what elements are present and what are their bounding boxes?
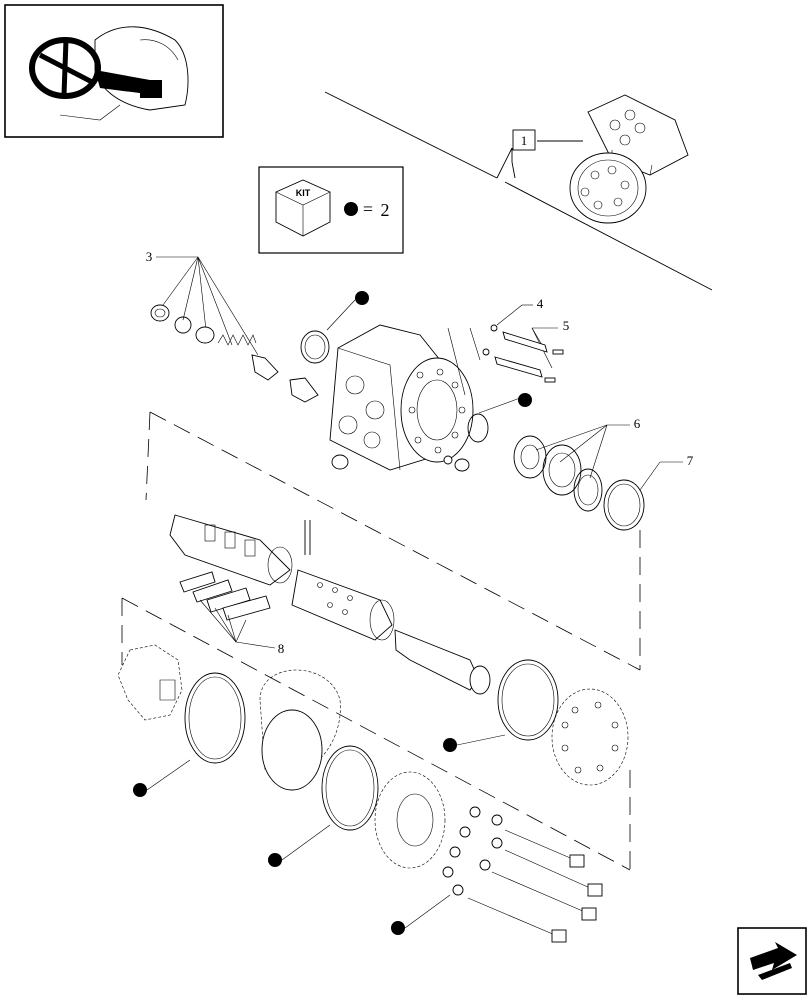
callout-box-1: 1 bbox=[512, 129, 536, 151]
callout-6-group: 6 bbox=[513, 416, 641, 512]
assembly-reference-line bbox=[324, 91, 713, 291]
kit-label: KIT bbox=[296, 188, 311, 198]
callout-8-group: 8 bbox=[179, 571, 285, 656]
kit-dot-icon bbox=[391, 921, 405, 935]
end-cover-and-bolts bbox=[374, 771, 603, 943]
callout-3-label: 3 bbox=[146, 249, 153, 264]
callout-5-group: 5 bbox=[494, 318, 570, 383]
steering-wheel-location-icon[interactable] bbox=[4, 4, 224, 138]
callout-6-label: 6 bbox=[634, 416, 641, 431]
steering-unit-assembly bbox=[569, 94, 689, 224]
callout-5-label: 5 bbox=[563, 318, 570, 333]
kit-dot-icon bbox=[344, 202, 358, 216]
gerotor-set bbox=[117, 644, 629, 831]
relief-valve-parts bbox=[150, 304, 319, 403]
assembly-guide-lines bbox=[121, 327, 641, 871]
kit-dot-icon bbox=[355, 291, 369, 305]
callout-4-group: 4 bbox=[482, 296, 544, 356]
kit-part-markers bbox=[133, 291, 532, 935]
kit-quantity: 2 bbox=[381, 200, 390, 220]
spool-sleeve-shaft bbox=[169, 514, 491, 695]
kit-dot-icon bbox=[268, 853, 282, 867]
callout-3-group: 3 bbox=[146, 249, 259, 356]
callout-7-label: 7 bbox=[687, 453, 694, 468]
kit-dot-icon bbox=[133, 783, 147, 797]
callout-7-group: 7 bbox=[603, 453, 694, 531]
steering-housing bbox=[300, 324, 474, 472]
kit-dot-icon bbox=[443, 738, 457, 752]
callout-4-label: 4 bbox=[537, 296, 544, 311]
callout-8-label: 8 bbox=[278, 641, 285, 656]
callout-1-label: 1 bbox=[521, 133, 528, 148]
kit-dot-icon bbox=[518, 393, 532, 407]
next-page-arrow-icon[interactable] bbox=[737, 927, 807, 995]
kit-equals: = bbox=[363, 199, 373, 219]
kit-legend: KIT = 2 bbox=[258, 166, 404, 254]
housing-o-ring bbox=[467, 413, 489, 443]
